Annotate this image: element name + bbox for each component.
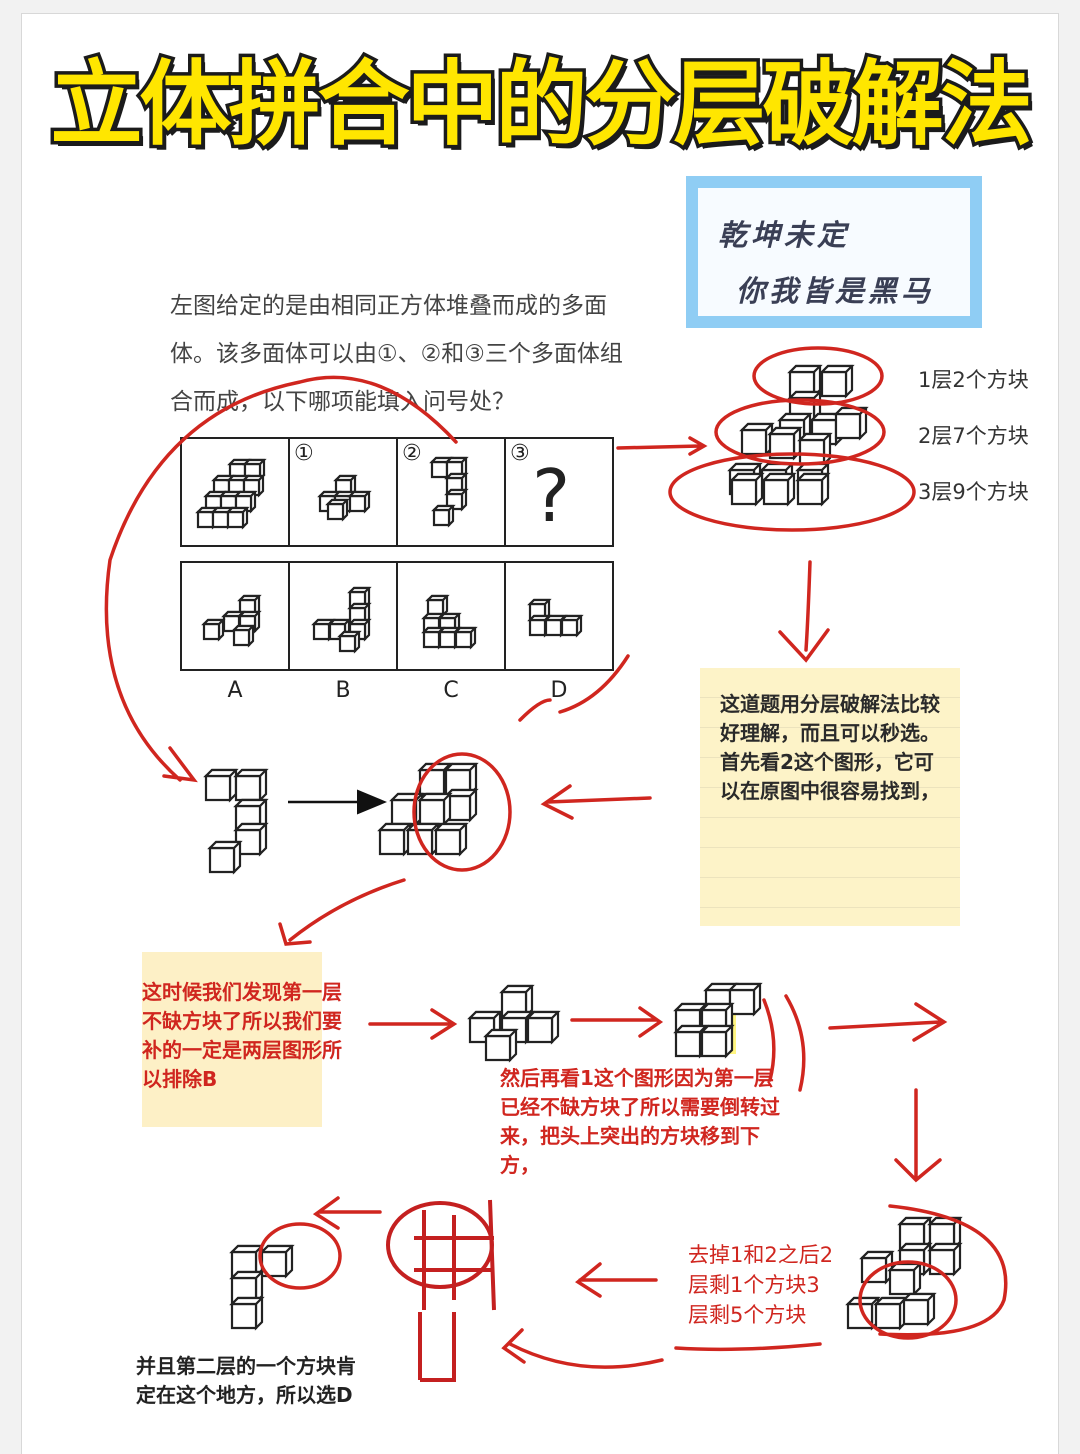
step-3-note: 然后再看1这个图形因为第一层已经不缺方块了所以需要倒转过来，把头上突出的方块移到… (500, 1066, 780, 1177)
step-4-note: 去掉1和2之后2层剩1个方块3层剩5个方块 (688, 1243, 834, 1327)
option-d-figure (528, 598, 583, 637)
motto-card: 乾坤未定 你我皆是黑马 (686, 176, 982, 328)
option-b-label: B (335, 678, 351, 703)
question-mark: ? (532, 454, 571, 538)
answer-piece-d (230, 1244, 294, 1330)
piece-2-placed (378, 762, 478, 856)
piece-1-large (468, 984, 560, 1062)
option-c-label: C (443, 678, 459, 703)
question-text: 左图给定的是由相同正方体堆叠而成的多面体。该多面体可以由①、②和③三个多面体组合… (170, 293, 623, 415)
layered-solid-large (728, 364, 868, 506)
option-a-label: A (227, 678, 243, 703)
piece-2-number: ② (402, 441, 422, 466)
final-note: 并且第二层的一个方块肯定在这个地方，所以选D (136, 1354, 356, 1407)
layer-3-label: 3层9个方块 (918, 480, 1029, 504)
piece-2-small (430, 456, 468, 527)
puzzle-table (180, 437, 614, 671)
option-a-figure (202, 594, 261, 647)
original-solid-small (196, 458, 266, 529)
piece-3-number: ③ (510, 441, 530, 466)
layer-1-label: 1层2个方块 (918, 368, 1029, 392)
layer-sketch (386, 1199, 496, 1382)
option-d-label: D (550, 678, 568, 703)
piece-2-large (204, 768, 268, 874)
red-annotations (104, 346, 1008, 1369)
option-c-figure (422, 594, 477, 649)
page-title: 立体拼合中的分层破解法 (47, 48, 1036, 162)
option-b-figure (312, 586, 371, 653)
motto-line-2: 你我皆是黑马 (736, 274, 935, 308)
piece-1-number: ① (294, 441, 314, 466)
highlight-note-text: 这时候我们发现第一层不缺方块了所以我们要补的一定是两层图形所以排除B (142, 980, 342, 1091)
piece-1-small (318, 474, 371, 521)
layer-2-label: 2层7个方块 (918, 424, 1029, 448)
highlight-note: 这时候我们发现第一层不缺方块了所以我们要补的一定是两层图形所以排除B (142, 952, 342, 1127)
motto-line-1: 乾坤未定 (718, 218, 851, 252)
piece-1-highlighted (674, 982, 762, 1058)
sticky-note: 这道题用分层破解法比较好理解，而且可以秒选。首先看2这个图形，它可以在原图中很容… (700, 668, 960, 926)
sticky-note-text: 这道题用分层破解法比较好理解，而且可以秒选。首先看2这个图形，它可以在原图中很容… (720, 692, 940, 803)
